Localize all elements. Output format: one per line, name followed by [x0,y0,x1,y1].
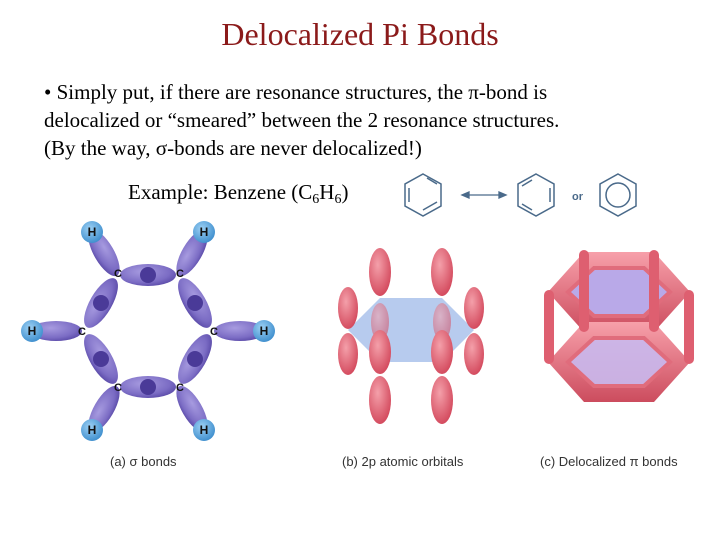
example-mid: H [319,180,335,204]
bullet-text: • Simply put, if there are resonance str… [44,78,684,162]
example-suffix: ) [341,180,349,204]
caption-p-orbitals: (b) 2p atomic orbitals [342,454,464,469]
hydrogen-atoms [21,221,275,441]
pi-cloud-links [544,250,694,364]
pi-cloud-top [548,252,690,332]
c-label: C [114,382,122,394]
slide-title: Delocalized Pi Bonds [221,16,499,52]
c-label: C [210,326,218,338]
bullet-line-3: (By the way, σ-bonds are never delocaliz… [44,136,422,160]
sigma-bond-lobes [30,229,266,433]
c-label: C [176,268,184,280]
caption-delocalized-pi: (c) Delocalized π bonds [540,454,678,469]
h-label: H [88,225,97,239]
example-label: Example: Benzene (C6H6) [128,180,348,208]
p-orbital-lobes [338,248,484,424]
benzene-hybrid-structure [599,173,637,217]
c-label: C [78,326,86,338]
resonance-arrow [460,191,508,199]
caption-sigma-bonds: (a) σ bonds [110,454,177,469]
bullet-line-2: delocalized or “smeared” between the 2 r… [44,108,560,132]
sigma-bonds-diagram: H H H H H H C C C C C C [21,221,275,441]
example-prefix: Example: Benzene (C [128,180,313,204]
h-label: H [28,324,37,338]
kekule-structure-2 [517,173,555,217]
bullet-line-1: • Simply put, if there are resonance str… [44,80,548,104]
benzene-resonance-structures: or [404,173,637,217]
h-label: H [260,324,269,338]
pi-cloud-bottom [548,322,690,402]
p-orbitals-diagram [338,248,484,424]
example-sub-h: 6 [334,192,342,207]
kekule-structure-1 [404,173,442,217]
sigma-framework-plane [348,298,474,362]
atom-labels: H H H H H H C C C C C C [28,225,269,437]
h-label: H [88,423,97,437]
example-sub-c: 6 [312,192,320,207]
or-label: or [572,191,584,203]
h-label: H [200,423,209,437]
c-label: C [114,268,122,280]
pi-cloud-diagram [544,250,694,402]
c-label: C [176,382,184,394]
h-label: H [200,225,209,239]
